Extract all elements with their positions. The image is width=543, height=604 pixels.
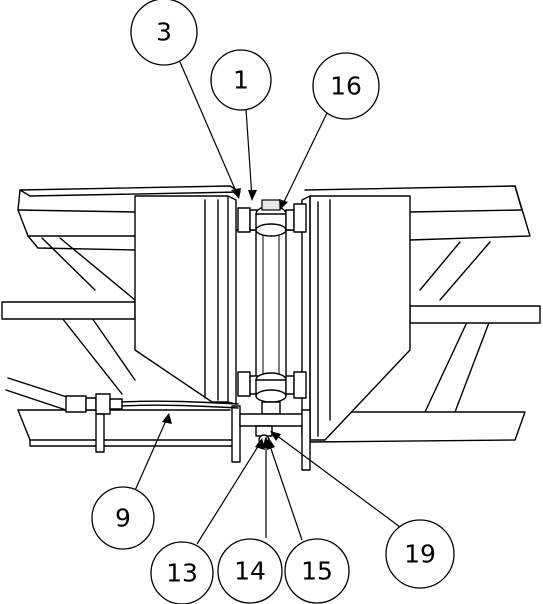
- callout-16-label: 16: [330, 72, 362, 101]
- callout-9: 9: [91, 486, 155, 550]
- left-hopper-body: [17, 185, 241, 447]
- sight-glass-tube: [235, 225, 303, 383]
- top-union-fitting: [237, 199, 307, 237]
- leader-lines: [132, 61, 401, 545]
- callout-13: 13: [150, 541, 214, 604]
- callout-14-label: 14: [234, 557, 266, 586]
- right-hopper-body: [304, 185, 531, 443]
- arrowheads: [162, 188, 288, 450]
- callout-1: 1: [210, 49, 272, 111]
- left-tank: [134, 195, 237, 405]
- callout-15: 15: [284, 538, 350, 604]
- callout-15-label: 15: [301, 557, 333, 586]
- callout-9-label: 9: [115, 504, 131, 533]
- bottom-bracket: [231, 405, 311, 471]
- right-tank: [301, 195, 411, 441]
- bottom-union-fitting: [237, 371, 307, 415]
- callout-19: 19: [385, 519, 455, 589]
- callout-19-label: 19: [404, 540, 436, 569]
- callout-14: 14: [217, 538, 283, 604]
- drain-hose: [5, 377, 239, 453]
- callout-1-label: 1: [233, 66, 249, 95]
- callout-16: 16: [312, 52, 380, 120]
- cross-bars: [1, 301, 541, 324]
- callout-3: 3: [130, 0, 198, 66]
- callout-13-label: 13: [166, 559, 198, 588]
- callout-3-label: 3: [156, 18, 172, 47]
